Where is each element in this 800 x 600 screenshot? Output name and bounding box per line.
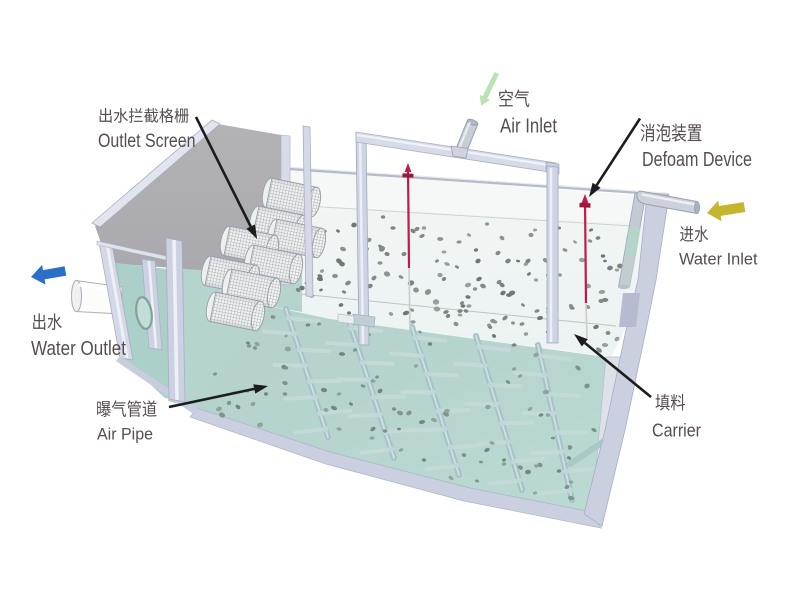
svg-text:Carrier: Carrier <box>652 421 701 441</box>
svg-text:Air Pipe: Air Pipe <box>97 426 153 444</box>
svg-text:Defoam Device: Defoam Device <box>642 148 752 171</box>
svg-text:Air Inlet: Air Inlet <box>500 116 557 138</box>
svg-text:Water Inlet: Water Inlet <box>679 251 758 269</box>
svg-text:Water Outlet: Water Outlet <box>31 337 126 360</box>
svg-text:Outlet Screen: Outlet Screen <box>98 131 196 152</box>
